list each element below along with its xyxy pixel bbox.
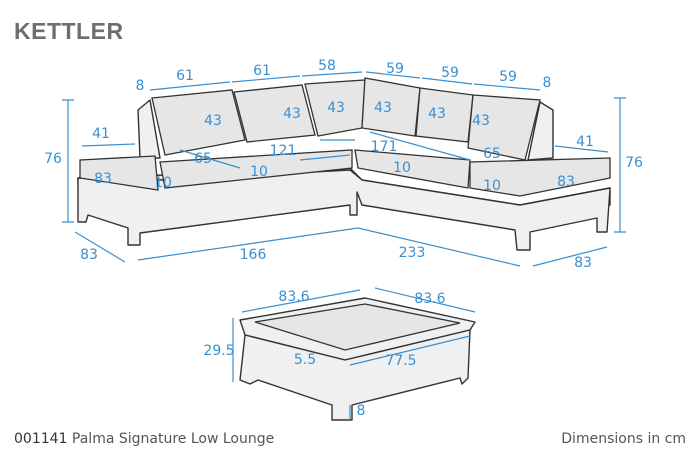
- dim-label: 61: [176, 68, 194, 84]
- dim-label: 10: [393, 160, 411, 176]
- dim-label: 58: [318, 58, 336, 74]
- dim-label: 10: [483, 178, 501, 194]
- dim-label: 77.5: [385, 353, 416, 369]
- dimension-lines: [62, 71, 626, 420]
- dim-label: 76: [625, 155, 643, 171]
- sofa-dimension-labels: 8 61 61 58 59 59 59 8 43 43 43 43 43 43 …: [44, 58, 643, 271]
- dim-label: 171: [371, 139, 398, 155]
- coffee-table: [239, 297, 476, 421]
- dim-label: 43: [428, 106, 446, 122]
- product-code: 001141: [14, 431, 68, 447]
- dim-label: 59: [441, 65, 459, 81]
- corner-sofa: [77, 77, 611, 251]
- dim-label: 83: [80, 247, 98, 263]
- dim-label: 8: [136, 78, 145, 94]
- dim-label: 43: [283, 106, 301, 122]
- dim-label: 41: [576, 134, 594, 150]
- table-dimension-labels: 83.6 83.6 29.5 5.5 77.5 8: [203, 289, 445, 419]
- dim-label: 10: [154, 175, 172, 191]
- dim-label: 41: [92, 126, 110, 142]
- dim-label: 8: [543, 75, 552, 91]
- brand-logo: KETTLER: [14, 18, 124, 44]
- dim-label: 10: [250, 164, 268, 180]
- dim-label: 233: [399, 245, 426, 261]
- dim-label: 83: [574, 255, 592, 271]
- dim-label: 8: [357, 403, 366, 419]
- units-note: Dimensions in cm: [561, 431, 686, 447]
- dim-label: 61: [253, 63, 271, 79]
- dim-label: 166: [240, 247, 267, 263]
- dim-label: 83.6: [278, 289, 309, 305]
- dim-label: 43: [327, 100, 345, 116]
- dim-label: 59: [386, 61, 404, 77]
- product-name: Palma Signature Low Lounge: [71, 431, 275, 447]
- dim-label: 43: [472, 113, 490, 129]
- dim-label: 83: [94, 171, 112, 187]
- dim-label: 83: [557, 174, 575, 190]
- dim-label: 65: [483, 146, 501, 162]
- dim-label: 76: [44, 151, 62, 167]
- dim-label: 121: [270, 143, 297, 159]
- dim-label: 59: [499, 69, 517, 85]
- dim-label: 43: [374, 100, 392, 116]
- dim-label: 83.6: [414, 291, 445, 307]
- product-caption: 001141 Palma Signature Low Lounge: [14, 431, 274, 447]
- dim-label: 29.5: [203, 343, 234, 359]
- dim-label: 5.5: [294, 352, 316, 368]
- dim-label: 65: [194, 151, 212, 167]
- dim-label: 43: [204, 113, 222, 129]
